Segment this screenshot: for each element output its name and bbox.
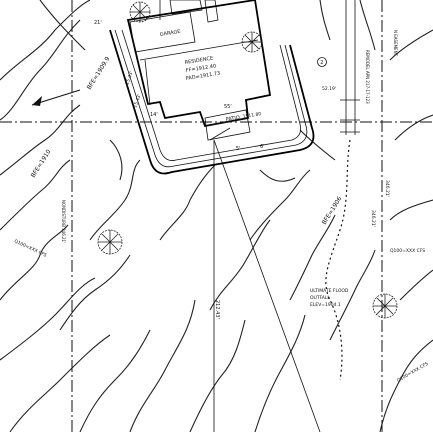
dimension-15a: 15.43' <box>124 70 134 85</box>
patio-label: PATIO <box>225 115 240 123</box>
dimension-5: 5' <box>236 146 241 152</box>
tree-icon <box>129 1 151 23</box>
tree-icon <box>241 31 263 53</box>
elev-label: ELEV=1904.1 <box>310 302 341 308</box>
garage-label: GARAGE <box>159 29 181 38</box>
bfe-1910-label: BFE=1910 <box>30 148 53 179</box>
callout-number: 2 <box>320 60 323 66</box>
right-easement-label: N EASEMENT <box>393 30 398 57</box>
dimension-21: 21' <box>94 20 102 26</box>
right-strip-label: REMODEL APN 217-17-123 <box>365 50 370 104</box>
q100-right-label-1: Q100=XXX CFS <box>390 248 425 254</box>
north-arrow-icon <box>31 89 81 106</box>
tree-icon <box>372 293 398 319</box>
outfall-label: OUTFALL <box>310 295 330 301</box>
residence-label: RESIDENCE <box>184 56 213 66</box>
dimension-52: 52.19' <box>322 86 336 92</box>
dimension-212: 212.43' <box>214 300 220 319</box>
dimension-55: 55' <box>224 104 232 110</box>
q100-right-label-2: Q100=XXX CFS <box>396 361 430 384</box>
building-footprint <box>109 0 315 175</box>
ultimate-flood-label: ULTIMATE FLOOD <box>310 288 349 294</box>
ff-label: FF=1912.40 <box>185 63 216 74</box>
dimension-346b: 346.21' <box>370 210 376 227</box>
tree-icon <box>97 229 123 255</box>
dimension-6: 6' <box>260 144 265 150</box>
left-easement-label: NONDISTURB 346.21' <box>61 200 66 243</box>
dimension-14: 14' <box>150 112 158 118</box>
tree-symbols <box>97 1 398 319</box>
dimension-15b: 15.43' <box>132 93 142 108</box>
patio-elev-label: 1911.80 <box>242 111 261 120</box>
callout-circle: 2 <box>317 57 327 67</box>
flood-outfall-path <box>325 139 351 381</box>
bfe-1909-label: BFE=1909.9 <box>86 55 112 91</box>
pad-label: PAD=1911.73 <box>185 71 220 82</box>
dimension-346a: 346.21' <box>384 180 390 197</box>
